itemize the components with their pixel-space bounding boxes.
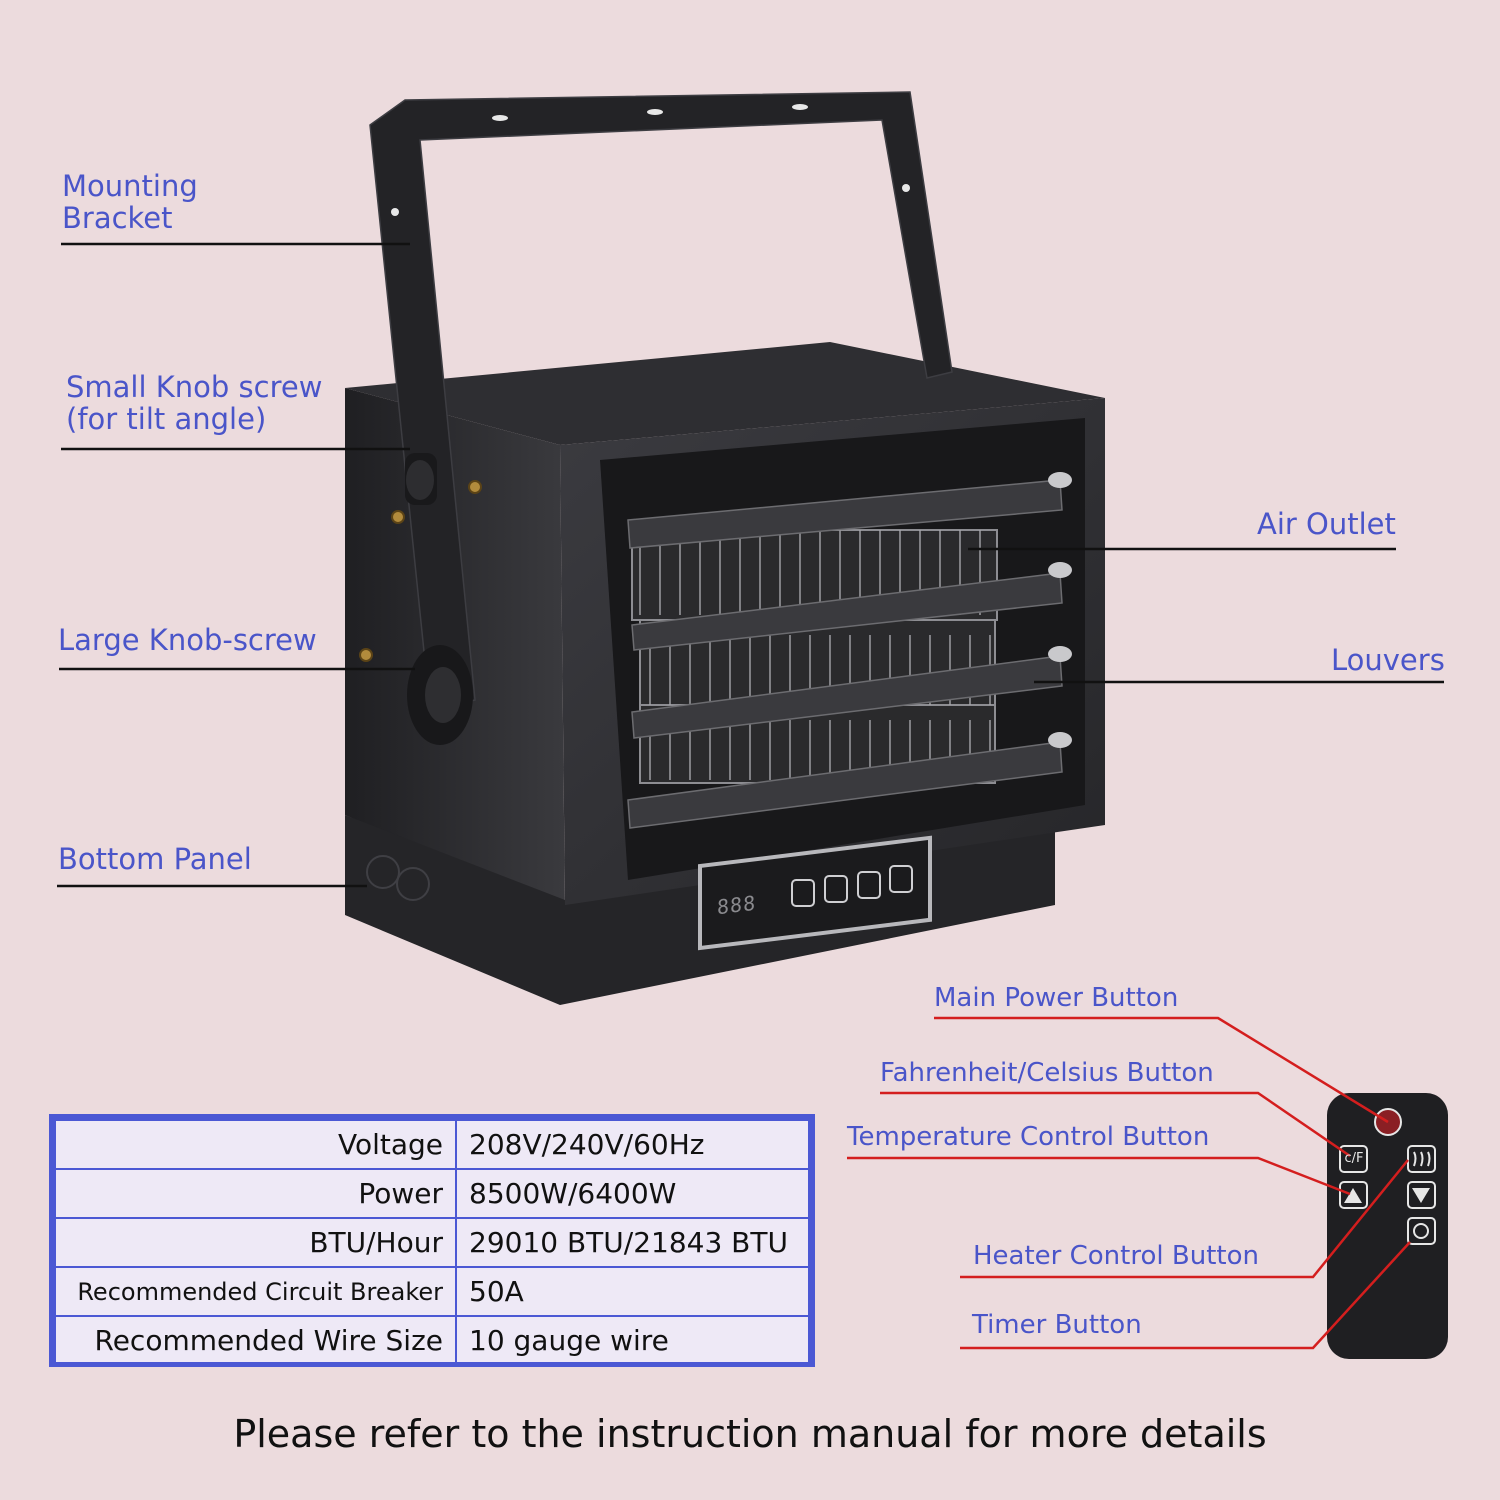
temperature-control-button-label: Temperature Control Button (847, 1122, 1210, 1152)
up-arrow-icon (1339, 1181, 1368, 1209)
leader-lines (57, 242, 1444, 888)
spec-key: Recommended Wire Size (54, 1315, 457, 1366)
table-row: Recommended Wire Size 10 gauge wire (54, 1315, 810, 1366)
table-row: BTU/Hour 29010 BTU/21843 BTU (54, 1217, 810, 1268)
spec-key: Voltage (54, 1119, 457, 1170)
cf-button-label: c/F (1344, 1151, 1364, 1166)
large-knob-label: Large Knob-screw (58, 623, 317, 657)
footer-note: Please refer to the instruction manual f… (233, 1412, 1267, 1456)
table-row: Voltage 208V/240V/60Hz (54, 1119, 810, 1170)
spec-key: Recommended Circuit Breaker (54, 1266, 457, 1317)
timer-button-label: Timer Button (972, 1310, 1142, 1340)
fahrenheit-celsius-button-label: Fahrenheit/Celsius Button (880, 1058, 1214, 1088)
heater-icon (1407, 1145, 1436, 1173)
table-row: Recommended Circuit Breaker 50A (54, 1266, 810, 1317)
digital-display: 888 (717, 890, 757, 920)
louvers (627, 472, 1072, 829)
spec-value: 10 gauge wire (455, 1315, 810, 1366)
mounting-bracket-label: Mounting Bracket (62, 169, 198, 235)
table-row: Power 8500W/6400W (54, 1168, 810, 1219)
down-arrow-icon (1407, 1181, 1436, 1209)
bottom-panel-label: Bottom Panel (58, 842, 252, 876)
timer-icon (1407, 1217, 1436, 1245)
spec-key: BTU/Hour (54, 1217, 457, 1268)
heater-control-button-label: Heater Control Button (973, 1241, 1259, 1271)
spec-value: 50A (455, 1266, 810, 1317)
louvers-label: Louvers (1331, 643, 1445, 677)
spec-value: 208V/240V/60Hz (455, 1119, 810, 1170)
spec-value: 29010 BTU/21843 BTU (455, 1217, 810, 1268)
spec-table: Voltage 208V/240V/60Hz Power 8500W/6400W… (49, 1114, 815, 1367)
control-panel-buttons (791, 865, 913, 907)
spec-key: Power (54, 1168, 457, 1219)
remote-leader-lines (847, 1016, 1411, 1350)
spec-value: 8500W/6400W (455, 1168, 810, 1219)
brass-screws (359, 480, 482, 662)
remote-control (1327, 1093, 1448, 1359)
air-outlet-label: Air Outlet (1257, 507, 1396, 541)
small-knob-screw (405, 453, 437, 505)
main-power-button-label: Main Power Button (934, 983, 1179, 1013)
small-knob-label: Small Knob screw (for tilt angle) (66, 370, 323, 436)
heater-top-panel (345, 342, 1105, 445)
heating-element (631, 529, 998, 784)
large-knob-screw (407, 645, 473, 745)
